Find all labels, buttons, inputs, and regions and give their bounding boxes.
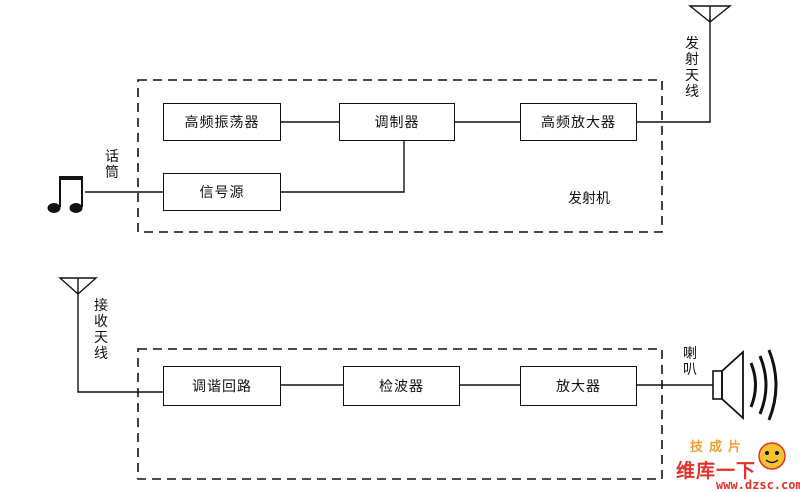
receive-antenna-icon — [58, 277, 98, 295]
microphone-label: 话筒 — [105, 149, 119, 181]
watermark-top: 技成片 — [690, 440, 748, 455]
speaker-icon — [712, 349, 778, 421]
transmit-antenna-label: 发射天线 — [685, 36, 699, 100]
detector-block: 检波器 — [343, 366, 460, 406]
speaker-label: 喇叭 — [683, 346, 697, 378]
rf-amplifier-block: 高频放大器 — [520, 103, 637, 141]
watermark-url: www.dzsc.com — [716, 478, 800, 492]
modulator-block: 调制器 — [339, 103, 455, 141]
receive-antenna-label: 接收天线 — [94, 298, 108, 362]
music-note-icon — [47, 176, 83, 213]
transmitter-label: 发射机 — [568, 191, 610, 207]
watermark-mascot-icon — [758, 442, 786, 470]
receiver-enclosure — [137, 348, 663, 480]
tuning-circuit-block: 调谐回路 — [163, 366, 281, 406]
watermark-main: 维库一下 — [676, 460, 757, 482]
wire-signal-to-mod — [281, 141, 405, 193]
wire-amp-to-antenna — [637, 18, 711, 123]
oscillator-block: 高频振荡器 — [163, 103, 281, 141]
transmit-antenna-icon — [688, 5, 732, 23]
transmitter-enclosure — [137, 79, 663, 233]
signal-source-block: 信号源 — [163, 173, 281, 211]
wire-antenna-to-tuning — [77, 292, 163, 393]
amplifier-block: 放大器 — [520, 366, 637, 406]
